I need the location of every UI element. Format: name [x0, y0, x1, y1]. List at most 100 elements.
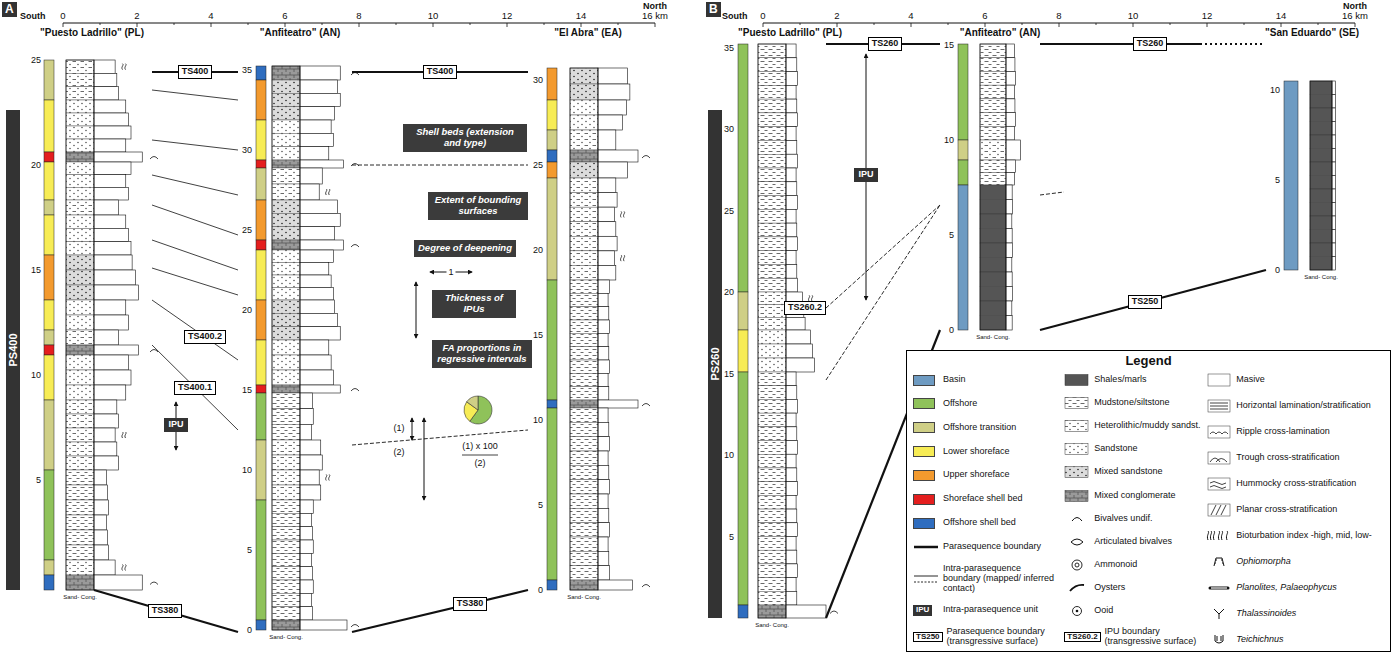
axis-tick — [322, 23, 323, 25]
axis-tick — [800, 23, 801, 25]
grain-profile — [300, 580, 313, 593]
grain-profile — [1006, 113, 1016, 127]
lithology-bed — [272, 300, 300, 313]
lithology-bed — [570, 162, 598, 178]
lithology-bed — [758, 495, 786, 509]
lithology-bed — [980, 140, 1006, 160]
legend-item: Basin — [913, 373, 1060, 387]
callout-number: (2) — [394, 448, 405, 457]
scale-number: 0 — [949, 326, 954, 335]
figure-part — [1065, 421, 1088, 432]
grain-profile — [786, 536, 796, 550]
scale-number: 5 — [36, 476, 41, 485]
figure-part — [1075, 563, 1079, 567]
legend-text: Ammonoid — [1094, 560, 1137, 570]
legend-text: Teichichnus — [1236, 635, 1283, 645]
legend-text: Hummocky cross-stratification — [1236, 479, 1356, 489]
grain-profile — [300, 455, 322, 470]
lithology-bed — [66, 385, 94, 400]
grain-profile — [94, 215, 126, 228]
grain-profile — [300, 440, 321, 455]
legend-item: Trough cross-stratification — [1206, 451, 1382, 465]
lithology-bed — [570, 150, 598, 162]
log-column — [1284, 81, 1336, 270]
grain-profile — [598, 68, 627, 84]
lithology-bed — [66, 162, 94, 175]
lithology-bed — [1310, 203, 1332, 217]
legend-text: Intra-parasequence unit — [943, 605, 1038, 615]
lithology-bed — [570, 333, 598, 346]
lithology-bed — [1310, 243, 1332, 257]
figure-part — [1210, 587, 1228, 590]
legend-sample — [913, 492, 939, 506]
lithology-bed — [570, 400, 598, 408]
grain-profile — [786, 550, 797, 564]
legend-item: Shales/marls — [1064, 373, 1202, 387]
bioturbation-symbol — [326, 189, 330, 195]
parasequence-bar: PS260 — [708, 110, 722, 618]
scale-number: 10 — [1270, 86, 1280, 95]
lithology-bed — [66, 560, 94, 575]
legend-item: Ammonoid — [1064, 558, 1202, 572]
callout-number: 1 — [446, 268, 455, 277]
legend-sample — [913, 516, 939, 530]
node-label: TS380 — [152, 606, 179, 616]
grain-profile — [598, 130, 616, 150]
grain-profile — [94, 87, 119, 100]
grain-profile — [598, 480, 610, 494]
callout-number: (2) — [475, 459, 486, 468]
node-label: TS250 — [1132, 297, 1159, 307]
axis-number: 14 — [1276, 11, 1287, 21]
lithology-bed — [1310, 176, 1332, 190]
column-outline — [758, 44, 786, 618]
figure-part — [1210, 482, 1226, 489]
node-label: TS400.2 — [188, 332, 222, 342]
axis-tick — [285, 23, 286, 27]
axis-tick — [248, 23, 249, 25]
grain-profile — [1006, 140, 1020, 160]
lithology-bed — [66, 200, 94, 215]
lithology-bed — [66, 73, 94, 86]
correlation-line — [152, 205, 238, 235]
panel-letter: B — [706, 2, 721, 17]
section-title: "Anfiteatro" (AN) — [260, 28, 341, 38]
grain-profile — [786, 223, 797, 237]
grain-profile — [94, 285, 139, 300]
legend-item: Ripple cross-lamination — [1206, 425, 1382, 439]
grain-profile — [1006, 214, 1012, 229]
log-column — [256, 66, 359, 630]
grain-profile — [300, 393, 312, 409]
scale-number: 15 — [724, 369, 734, 378]
legend-sample — [1064, 419, 1090, 433]
axis-number: 16 km — [642, 11, 668, 21]
grain-profile — [786, 372, 796, 386]
lithology-bed — [66, 152, 94, 162]
legend-text: Bivalves undif. — [1094, 514, 1152, 524]
legend-sample — [1206, 425, 1232, 439]
legend-sample — [913, 373, 939, 387]
lithology-bed — [66, 414, 94, 428]
lithology-bed — [66, 285, 94, 300]
scale-number: 5 — [949, 231, 954, 240]
lithology-bed — [272, 607, 300, 620]
lithology-bed — [570, 84, 598, 100]
node-label: A — [5, 3, 14, 16]
callout-number: (1) — [394, 424, 405, 433]
lithology-bed — [758, 344, 786, 358]
facies-band — [738, 292, 748, 330]
grain-profile — [1332, 122, 1335, 136]
lithology-bed — [66, 139, 94, 152]
facies-band — [958, 185, 968, 330]
grain-profile — [300, 93, 340, 106]
lithology-bed — [980, 200, 1006, 215]
scale-number: 10 — [533, 416, 543, 425]
figure-part — [1214, 558, 1224, 566]
facies-band — [958, 160, 968, 185]
legend-text: Planar cross-stratification — [1236, 505, 1337, 515]
grain-profile — [598, 347, 609, 360]
grain-profile — [1006, 99, 1015, 113]
figure-part — [1208, 478, 1230, 490]
grain-profile — [300, 485, 321, 500]
legend-sample — [1206, 399, 1232, 413]
lithology-bed — [1310, 216, 1332, 230]
